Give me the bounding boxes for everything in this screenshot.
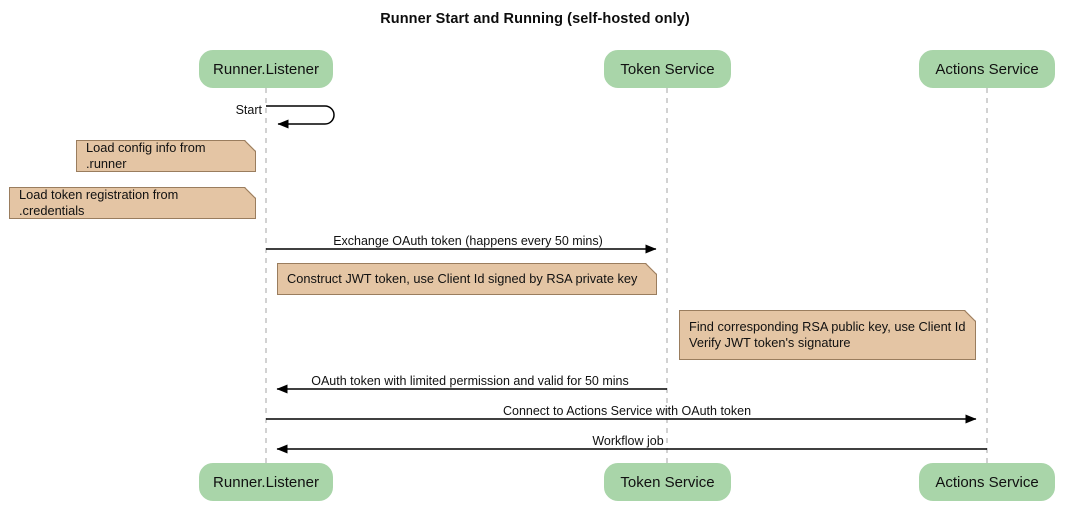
note-text: Load config info from .runner [86,140,206,171]
participant-actions-service-bottom[interactable]: Actions Service [919,463,1055,501]
message-label-connect-actions-service: Connect to Actions Service with OAuth to… [502,404,752,418]
note-construct-jwt-token: Construct JWT token, use Client Id signe… [277,263,657,295]
note-fold-edge-icon [645,263,657,275]
note-text: Load token registration from .credential… [19,187,179,218]
message-arrow-start [266,105,335,129]
participant-label: Token Service [620,473,715,491]
participant-token-service-bottom[interactable]: Token Service [604,463,731,501]
note-fold-corner-icon [646,263,657,274]
message-label-exchange-oauth-token: Exchange OAuth token (happens every 50 m… [333,234,603,248]
message-label-workflow-job: Workflow job [592,434,664,448]
participant-token-service-top[interactable]: Token Service [604,50,731,88]
participant-label: Actions Service [935,473,1039,491]
participant-label: Token Service [620,60,715,78]
page-title: Runner Start and Running (self-hosted on… [380,11,690,27]
message-label-oauth-token-response: OAuth token with limited permission and … [311,374,629,388]
note-fold-corner-icon [965,310,976,321]
participant-actions-service-top[interactable]: Actions Service [919,50,1055,88]
note-text: Construct JWT token, use Client Id signe… [287,271,638,286]
participant-label: Runner.Listener [213,473,319,491]
participant-runner-listener-top[interactable]: Runner.Listener [199,50,333,88]
participant-label: Runner.Listener [213,60,319,78]
note-fold-edge-icon [244,140,256,152]
message-label-start: Start [235,103,262,117]
participant-label: Actions Service [935,60,1039,78]
note-fold-edge-icon [964,310,976,322]
note-load-token-registration: Load token registration from .credential… [9,187,256,219]
note-text: Find corresponding RSA public key, use C… [689,319,966,350]
note-fold-edge-icon [244,187,256,199]
note-fold-corner-icon [245,187,256,198]
participant-runner-listener-bottom[interactable]: Runner.Listener [199,463,333,501]
note-fold-corner-icon [245,140,256,151]
note-load-config-info: Load config info from .runner [76,140,256,172]
note-verify-jwt-signature: Find corresponding RSA public key, use C… [679,310,976,360]
